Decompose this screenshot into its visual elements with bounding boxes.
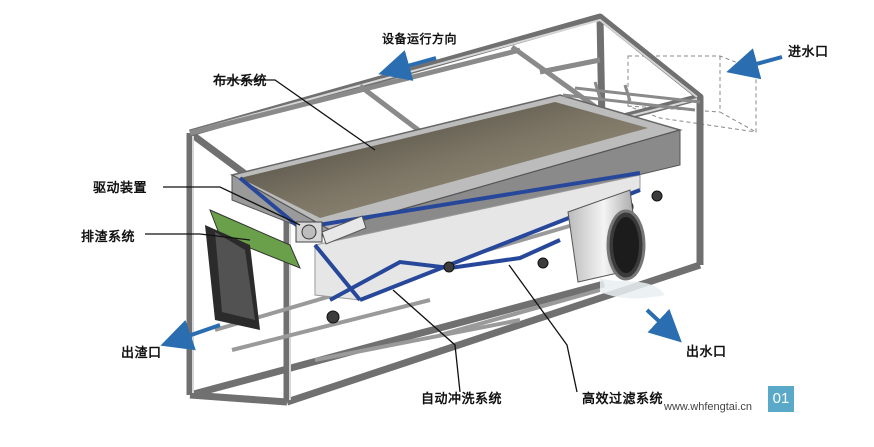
label-water-inlet: 进水口: [788, 45, 829, 60]
inlet-dashed-box: [627, 55, 757, 133]
label-auto-flush: 自动冲洗系统: [421, 392, 503, 407]
website-url: www.whfengtai.cn: [664, 401, 753, 413]
label-slag-outlet: 出渣口: [121, 346, 162, 361]
label-filtration: 高效过滤系统: [582, 392, 664, 407]
drive-motor: [295, 215, 367, 245]
direction-arrow-icon: [378, 50, 437, 81]
outlet-pipe: [567, 189, 665, 299]
label-water-outlet: 出水口: [686, 345, 727, 360]
label-drive-unit: 驱动装置: [93, 181, 148, 196]
inlet-arrow-icon: [726, 48, 783, 80]
slag-chute: [205, 209, 301, 330]
leader-lines: [145, 79, 578, 393]
label-slag-discharge: 排渣系统: [81, 230, 136, 245]
inlet-rail: [562, 81, 701, 112]
outlet-arrow-icon: [645, 308, 682, 343]
page-number-badge: 01: [768, 386, 794, 412]
direction-label: 设备运行方向: [382, 32, 458, 46]
slag-arrow-icon: [160, 320, 221, 351]
label-water-distribution: 布水系统: [213, 74, 268, 89]
tank-body: [229, 94, 683, 246]
